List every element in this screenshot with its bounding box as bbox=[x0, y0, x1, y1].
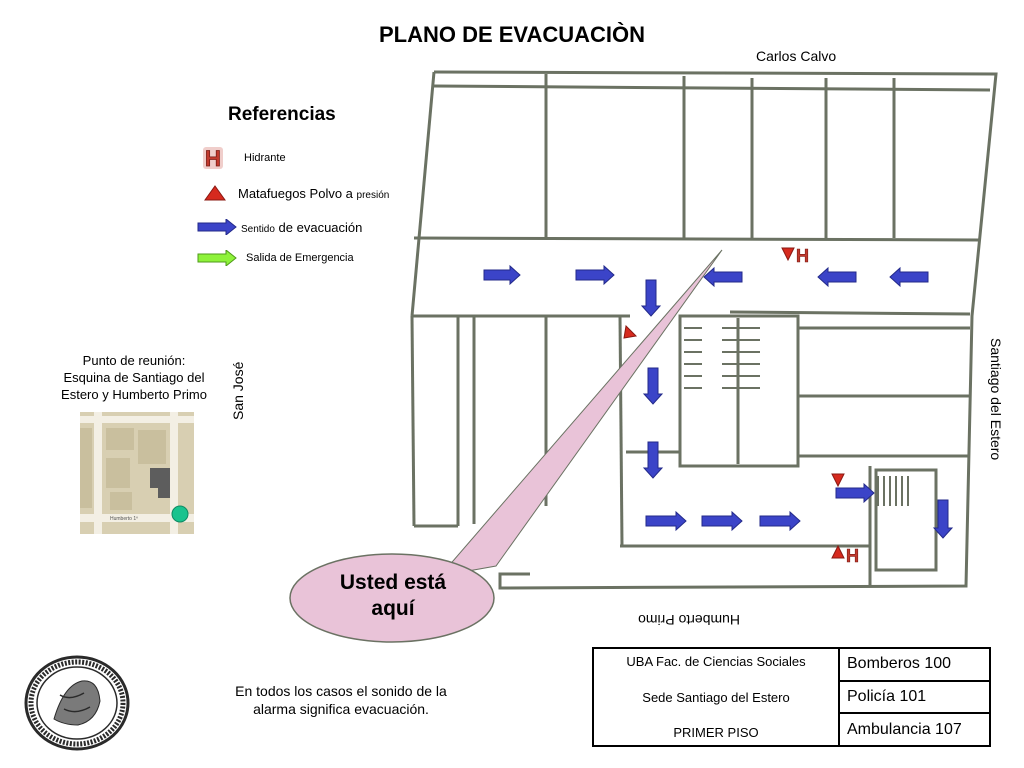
floor-plan-walls bbox=[410, 70, 998, 590]
hydrants: H H bbox=[796, 246, 860, 567]
arrow-right bbox=[483, 264, 521, 286]
meeting-point-text: Punto de reunión: Esquina de Santiago de… bbox=[40, 352, 228, 403]
university-seal-logo bbox=[24, 655, 130, 751]
stairs bbox=[684, 327, 909, 506]
arrow-right bbox=[835, 482, 875, 504]
meeting-point-line2: Esquina de Santiago del bbox=[63, 370, 205, 385]
legend-label-extinguisher-small: presión bbox=[356, 189, 390, 201]
floor-plan: H H bbox=[410, 70, 998, 590]
institution-cell: UBA Fac. de Ciencias Sociales Sede Santi… bbox=[594, 649, 840, 745]
you-are-here-text: Usted está aquí bbox=[300, 570, 486, 622]
legend-label-evacuation-small: Sentido bbox=[241, 223, 275, 235]
legend-label-extinguisher: Matafuegos Polvo a presión bbox=[238, 186, 389, 201]
arrow-down bbox=[642, 441, 664, 479]
arrow-left bbox=[817, 266, 857, 288]
hydrant-icon: H bbox=[796, 246, 809, 266]
extinguisher-icon bbox=[831, 544, 845, 559]
arrow-left bbox=[703, 266, 743, 288]
arrow-right bbox=[575, 264, 615, 286]
legend-title: Referencias bbox=[228, 104, 336, 125]
green-arrow-icon bbox=[197, 250, 237, 266]
arrow-down bbox=[642, 367, 664, 405]
arrow-right bbox=[645, 510, 687, 532]
meeting-point-dot bbox=[171, 505, 189, 523]
arrow-left bbox=[889, 266, 929, 288]
legend-item-extinguisher: Matafuegos Polvo a presión bbox=[204, 184, 389, 202]
hydrant-icon: H bbox=[846, 546, 859, 566]
meeting-point-line1: Punto de reunión: bbox=[82, 353, 186, 368]
extinguishers bbox=[623, 247, 845, 559]
alarm-note-line1: En todos los casos el sonido de la bbox=[235, 683, 447, 699]
street-label-south: Humberto Primo bbox=[638, 612, 740, 628]
you-are-here-line1: Usted está bbox=[339, 571, 447, 594]
street-label-north: Carlos Calvo bbox=[756, 48, 837, 64]
arrow-down bbox=[932, 499, 954, 539]
legend-item-hydrant: H Hidrante bbox=[202, 146, 286, 170]
evacuation-arrows bbox=[483, 264, 954, 539]
blue-arrow-icon bbox=[197, 219, 237, 235]
extinguisher-icon bbox=[204, 185, 226, 201]
alarm-note-line2: alarma significa evacuación. bbox=[253, 701, 429, 717]
institution-name: UBA Fac. de Ciencias Sociales bbox=[626, 654, 806, 669]
info-table: UBA Fac. de Ciencias Sociales Sede Santi… bbox=[592, 647, 991, 747]
hydrant-icon: H bbox=[203, 146, 223, 170]
arrow-right bbox=[759, 510, 801, 532]
emergency-ambulance: Ambulancia 107 bbox=[847, 720, 962, 738]
you-are-here-bubble bbox=[289, 553, 495, 643]
legend-label-extinguisher-main: Matafuegos Polvo a bbox=[238, 185, 357, 201]
extinguisher-icon bbox=[831, 473, 845, 488]
emergency-fire: Bomberos 100 bbox=[840, 649, 989, 682]
legend-label-exit: Salida de Emergencia bbox=[246, 252, 354, 264]
extinguisher-icon bbox=[623, 324, 638, 339]
page-title: PLANO DE EVACUACIÒN bbox=[378, 22, 646, 47]
street-label-west: San José bbox=[230, 361, 246, 420]
emergency-police: Policía 101 bbox=[840, 682, 989, 715]
legend-label-evacuation: Sentido de evacuación bbox=[241, 220, 362, 235]
extinguisher-icon bbox=[781, 247, 795, 262]
legend-item-evacuation: Sentido de evacuación bbox=[196, 219, 362, 235]
arrow-down bbox=[640, 279, 662, 317]
minimap-street-label: Humberto 1º bbox=[110, 516, 138, 522]
emergency-numbers: Bomberos 100 Policía 101 Ambulancia 107 bbox=[840, 649, 989, 745]
alarm-note: En todos los casos el sonido de la alarm… bbox=[210, 682, 472, 718]
floor-name: PRIMER PISO bbox=[673, 725, 759, 740]
legend-label-evacuation-main: de evacuación bbox=[274, 219, 363, 235]
legend-label-hydrant: Hidrante bbox=[244, 152, 286, 164]
you-are-here-line2: aquí bbox=[371, 597, 415, 620]
svg-text:H: H bbox=[205, 146, 221, 170]
site-name: Sede Santiago del Estero bbox=[642, 689, 790, 705]
legend-item-exit: Salida de Emergencia bbox=[196, 250, 354, 266]
meeting-point-map: Humberto 1º bbox=[80, 412, 194, 534]
arrow-right bbox=[701, 510, 743, 532]
meeting-point-line3: Estero y Humberto Primo bbox=[61, 387, 207, 402]
